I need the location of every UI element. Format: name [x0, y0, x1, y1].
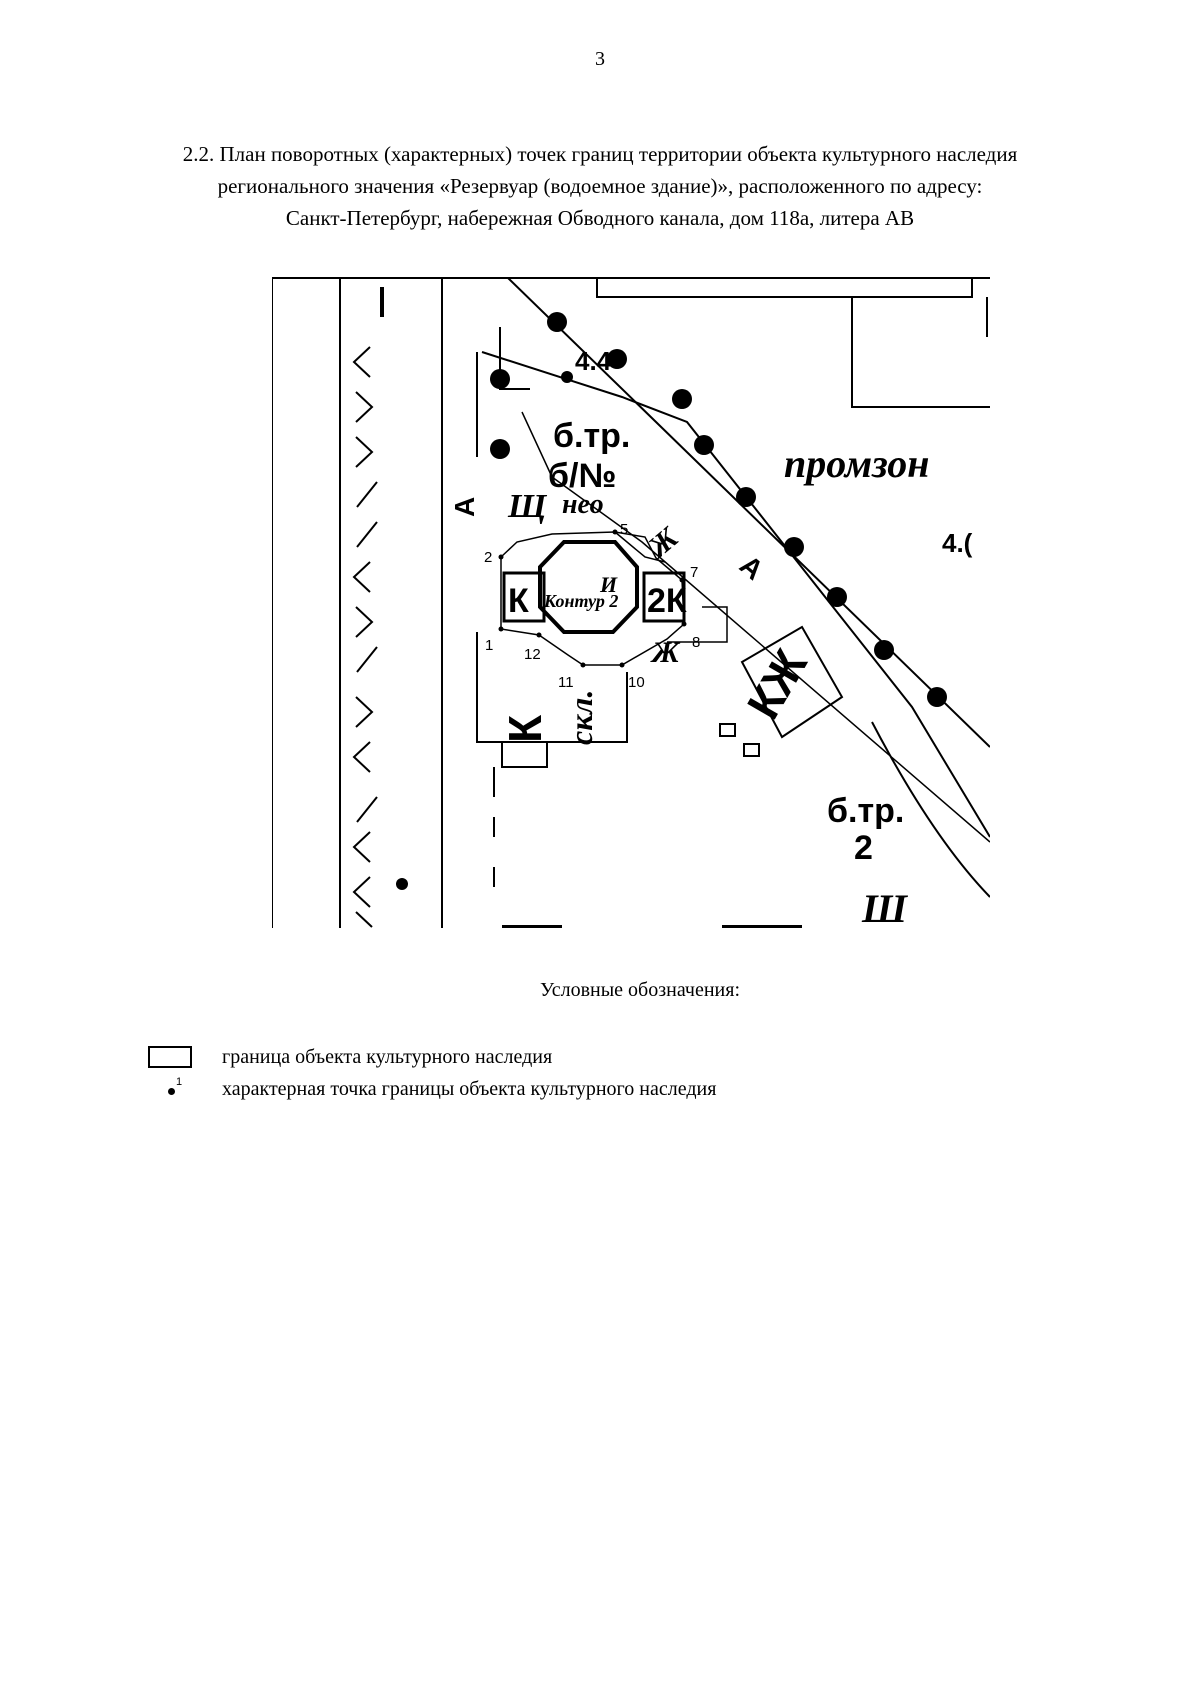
point-8 — [681, 621, 687, 627]
kzh-annex-2 — [743, 743, 760, 757]
two-k-box — [642, 571, 686, 623]
point-label-5: 5 — [620, 521, 628, 538]
point-label-12: 12 — [524, 646, 541, 663]
map-label-btr-lower: б.тр. — [827, 792, 904, 830]
map-label-neo: нео — [562, 489, 604, 520]
point-labels: 1 2 5 7 8 10 11 12 — [484, 521, 700, 691]
kzh-annex-1 — [719, 723, 736, 737]
point-label-10: 10 — [628, 674, 645, 691]
point-12 — [536, 632, 542, 638]
top-building-right — [851, 297, 990, 408]
point-label-8: 8 — [692, 634, 700, 651]
map-label-elev-right: 4.( — [942, 528, 973, 558]
fence-dots — [490, 312, 947, 707]
road-line-2 — [481, 351, 990, 838]
point-label-2: 2 — [484, 549, 492, 566]
road-line-3 — [521, 411, 990, 843]
boundary-map: 1 2 5 7 8 10 11 12 К Контур 2 2К И б.тр.… — [272, 277, 990, 928]
map-linework — [272, 277, 990, 928]
point-5 — [612, 529, 618, 535]
map-label-btr-lower-num: 2 — [854, 829, 873, 867]
right-structure — [667, 606, 728, 643]
boundary-points — [498, 529, 687, 668]
map-label-a-left: А — [449, 497, 480, 517]
map-label-bno: б/№ — [548, 457, 616, 495]
point-10 — [619, 662, 625, 668]
map-label-k-left: К — [499, 714, 551, 743]
point-label-7: 7 — [690, 564, 698, 581]
map-label-elev-top: 4.4 — [575, 346, 612, 376]
legend-title: Условные обозначения: — [539, 979, 741, 1001]
legend-item-boundary: граница объекта культурного наследия — [148, 1042, 552, 1072]
road-curve — [871, 721, 990, 898]
map-label-contour: Контур 2 — [543, 591, 618, 611]
map-label-a-diag: А — [734, 549, 769, 586]
heading-line-1: 2.2. План поворотных (характерных) точек… — [182, 142, 1018, 166]
point-11 — [580, 662, 586, 668]
map-svg: 1 2 5 7 8 10 11 12 К Контур 2 2К И б.тр.… — [272, 277, 990, 928]
map-label-sch: Щ — [507, 488, 548, 525]
map-label-skl: скл. — [563, 690, 599, 745]
k-box — [502, 571, 546, 623]
point-symbol-number: 1 — [176, 1076, 183, 1088]
point-label-1: 1 — [485, 637, 493, 654]
skl-building — [476, 632, 628, 743]
map-label-k-box: К — [508, 582, 529, 620]
heading-line-3: Санкт-Петербург, набережная Обводного ка… — [285, 206, 915, 230]
point-1 — [498, 626, 504, 632]
kzh-building — [740, 625, 844, 739]
point-7 — [679, 577, 685, 583]
map-dot — [396, 878, 408, 890]
legend-label-boundary: граница объекта культурного наследия — [222, 1045, 553, 1068]
reservoir-octagon — [538, 540, 639, 634]
top-building — [596, 277, 973, 298]
document-heading: 2.2. План поворотных (характерных) точек… — [100, 138, 1100, 234]
point-2 — [498, 554, 504, 560]
skl-annex — [501, 741, 548, 768]
map-label-sch-bottom: Ш — [861, 886, 909, 928]
map-label-kzh: КЖ — [737, 641, 817, 728]
legend-item-point: 1 характерная точка границы объекта куль… — [148, 1074, 716, 1104]
map-label-2k: 2К — [647, 582, 687, 620]
boundary-inner — [614, 531, 666, 563]
map-label-promzone: промзон — [784, 441, 929, 486]
map-label-zh-bottom: Ж — [650, 636, 681, 669]
road-line-1 — [506, 277, 990, 748]
boundary-rect-symbol — [148, 1042, 208, 1072]
map-label-btr-upper: б.тр. — [553, 417, 630, 455]
page-number: 3 — [595, 48, 605, 70]
map-label-u: И — [599, 572, 618, 597]
map-label-zh-top: Ж — [641, 520, 686, 565]
boundary-point-symbol: 1 — [148, 1074, 208, 1104]
heading-line-2: регионального значения «Резервуар (водое… — [217, 174, 983, 198]
chevron-pattern — [352, 346, 378, 928]
legend-label-point: характерная точка границы объекта культу… — [222, 1077, 717, 1100]
point-label-11: 11 — [558, 674, 574, 691]
